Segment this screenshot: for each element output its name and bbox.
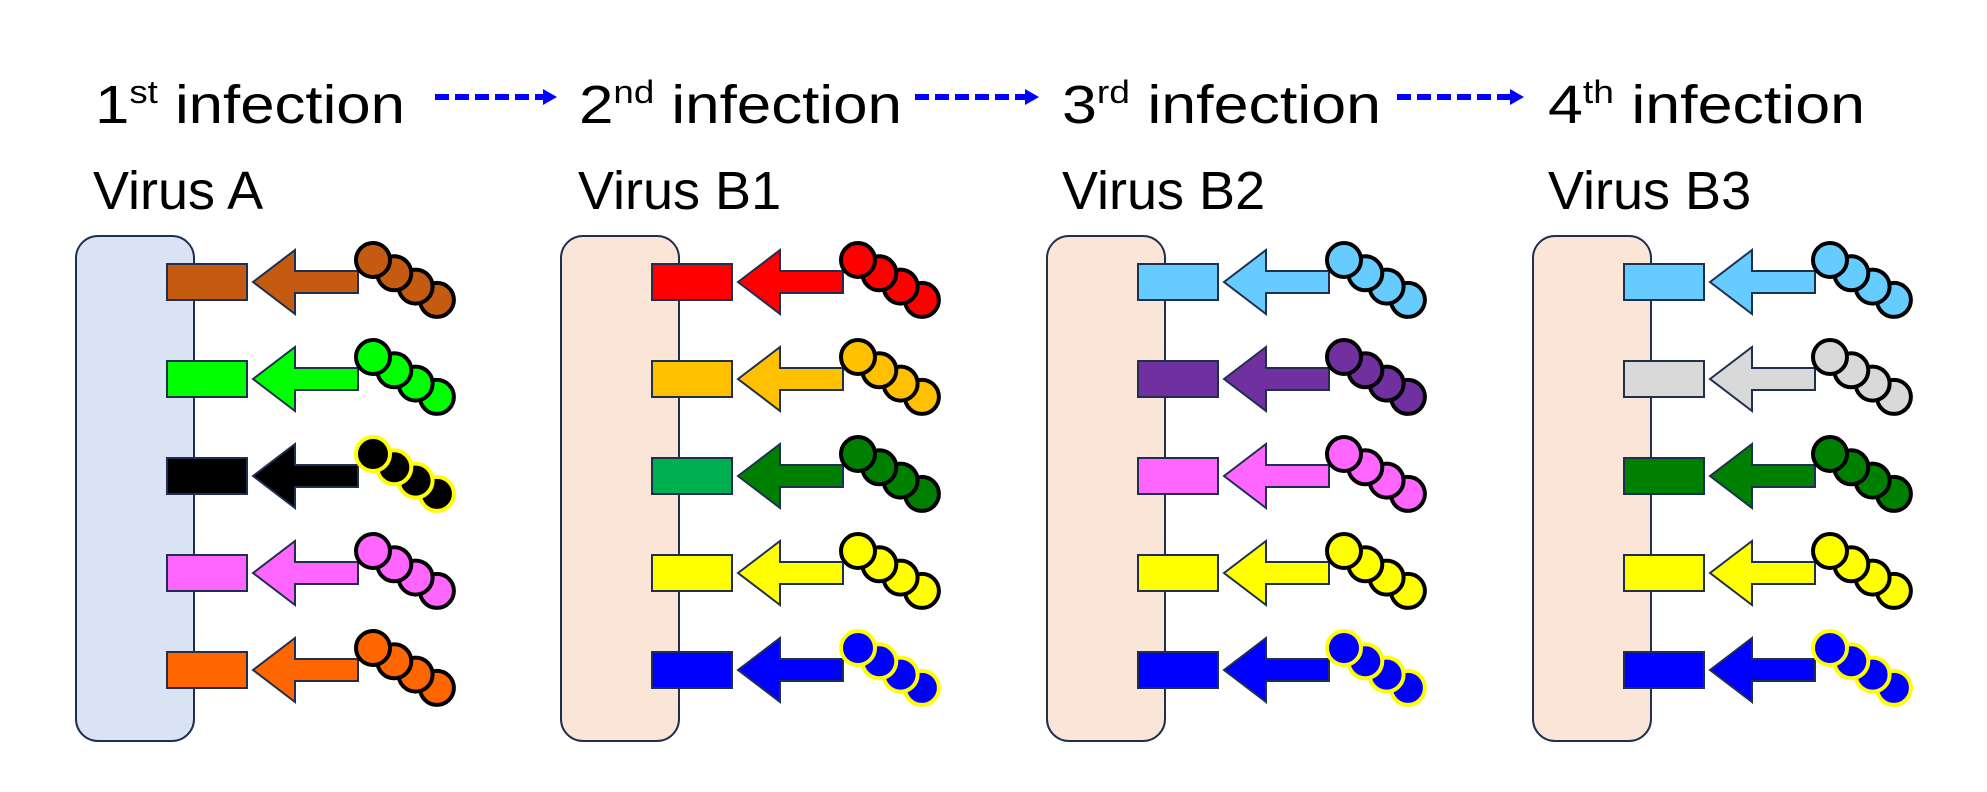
receptor <box>166 554 248 592</box>
binding-arrow-icon <box>1708 635 1816 705</box>
binding-arrow-icon <box>251 344 359 414</box>
receptor <box>651 457 733 495</box>
virus-panel <box>75 235 456 742</box>
receptor-row <box>166 241 456 319</box>
receptor-row <box>166 629 456 707</box>
glycan-bead <box>1811 629 1849 667</box>
virus-label-a: Virus A <box>93 161 263 221</box>
glycan-bead <box>354 241 392 279</box>
binding-arrow-icon <box>736 247 844 317</box>
receptor-row <box>166 338 456 416</box>
binding-arrow-icon <box>1708 538 1816 608</box>
binding-arrow-icon <box>1222 538 1330 608</box>
receptor <box>166 263 248 301</box>
glycan-bead <box>1811 241 1849 279</box>
glycan-bead <box>1325 629 1363 667</box>
glycan-bead <box>1325 435 1363 473</box>
receptor-row <box>1137 435 1427 513</box>
glycan-bead <box>839 629 877 667</box>
dashed-arrow-icon <box>435 89 557 105</box>
binding-arrow-icon <box>736 635 844 705</box>
binding-arrow-icon <box>251 247 359 317</box>
receptor-row <box>651 629 941 707</box>
virus-label-b3: Virus B3 <box>1548 161 1751 221</box>
binding-arrow-icon <box>1222 635 1330 705</box>
receptor <box>651 651 733 689</box>
receptor-row <box>1137 241 1427 319</box>
virus-panel <box>1046 235 1427 742</box>
dashed-arrow-icon <box>915 89 1039 105</box>
receptor <box>1623 263 1705 301</box>
receptor <box>651 360 733 398</box>
glycan-bead <box>839 532 877 570</box>
receptor <box>1137 360 1219 398</box>
virus-label-b2: Virus B2 <box>1062 161 1265 221</box>
glycan-bead <box>354 435 392 473</box>
binding-arrow-icon <box>1222 344 1330 414</box>
binding-arrow-icon <box>1222 441 1330 511</box>
receptor-row <box>651 532 941 610</box>
receptor <box>166 651 248 689</box>
receptor-row <box>651 338 941 416</box>
receptor <box>1623 554 1705 592</box>
glycan-bead <box>1811 338 1849 376</box>
receptor-row <box>1137 532 1427 610</box>
binding-arrow-icon <box>251 538 359 608</box>
glycan-bead <box>1811 435 1849 473</box>
receptor <box>651 263 733 301</box>
binding-arrow-icon <box>1708 441 1816 511</box>
receptor <box>166 360 248 398</box>
binding-arrow-icon <box>736 538 844 608</box>
receptor-row <box>1623 435 1913 513</box>
binding-arrow-icon <box>736 344 844 414</box>
receptor <box>651 554 733 592</box>
binding-arrow-icon <box>1222 247 1330 317</box>
virus-panel <box>560 235 941 742</box>
glycan-bead <box>839 338 877 376</box>
binding-arrow-icon <box>1708 247 1816 317</box>
receptor <box>166 457 248 495</box>
glycan-bead <box>354 532 392 570</box>
receptor-row <box>651 435 941 513</box>
glycan-bead <box>1325 532 1363 570</box>
receptor-row <box>1137 629 1427 707</box>
binding-arrow-icon <box>251 441 359 511</box>
dashed-arrow-icon <box>1397 89 1524 105</box>
receptor <box>1623 457 1705 495</box>
glycan-bead <box>354 338 392 376</box>
binding-arrow-icon <box>736 441 844 511</box>
receptor <box>1137 651 1219 689</box>
binding-arrow-icon <box>251 635 359 705</box>
receptor <box>1137 554 1219 592</box>
glycan-bead <box>839 241 877 279</box>
glycan-bead <box>1811 532 1849 570</box>
receptor <box>1137 457 1219 495</box>
virus-label-b1: Virus B1 <box>578 161 781 221</box>
receptor <box>1623 651 1705 689</box>
receptor-row <box>651 241 941 319</box>
receptor <box>1137 263 1219 301</box>
receptor-row <box>1623 532 1913 610</box>
receptor-row <box>1623 241 1913 319</box>
receptor-row <box>1137 338 1427 416</box>
glycan-bead <box>1325 241 1363 279</box>
binding-arrow-icon <box>1708 344 1816 414</box>
glycan-bead <box>839 435 877 473</box>
receptor-row <box>1623 629 1913 707</box>
glycan-bead <box>354 629 392 667</box>
receptor-row <box>166 532 456 610</box>
glycan-bead <box>1325 338 1363 376</box>
receptor-row <box>1623 338 1913 416</box>
receptor <box>1623 360 1705 398</box>
receptor-row <box>166 435 456 513</box>
virus-panel <box>1532 235 1913 742</box>
